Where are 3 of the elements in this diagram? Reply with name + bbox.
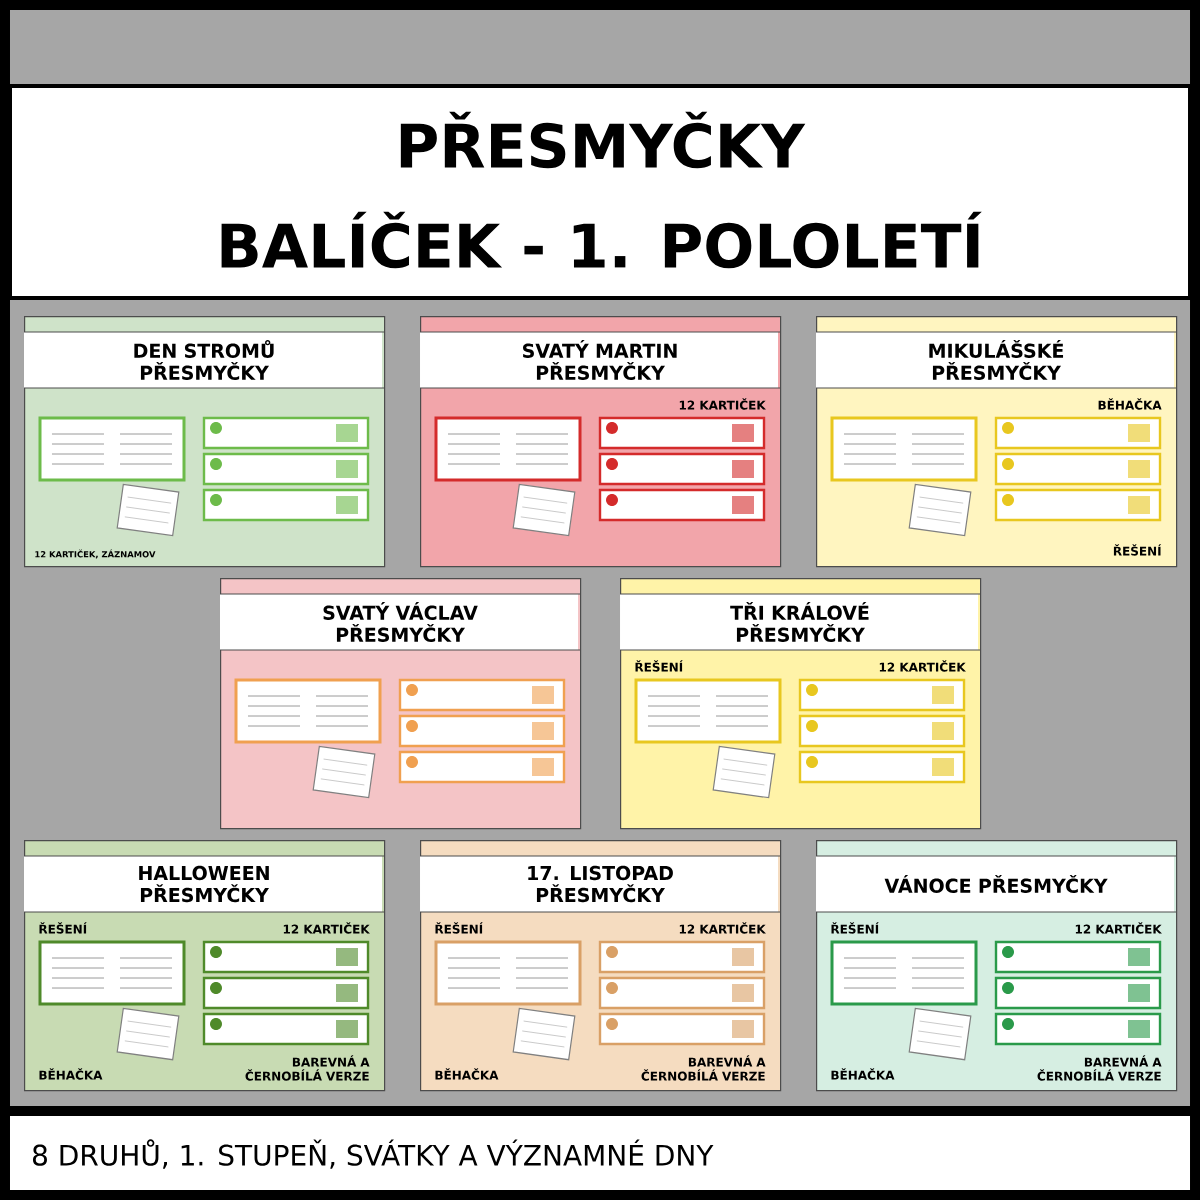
title-band: PŘESMYČKY BALÍČEK - 1. POLOLETÍ xyxy=(8,84,1192,300)
product-card: SVATÝ VÁCLAV PŘESMYČKY xyxy=(219,578,582,830)
caption-band: 8 DRUHŮ, 1. STUPEŇ, SVÁTKY A VÝZNAMNÉ DNY xyxy=(0,1106,1200,1200)
